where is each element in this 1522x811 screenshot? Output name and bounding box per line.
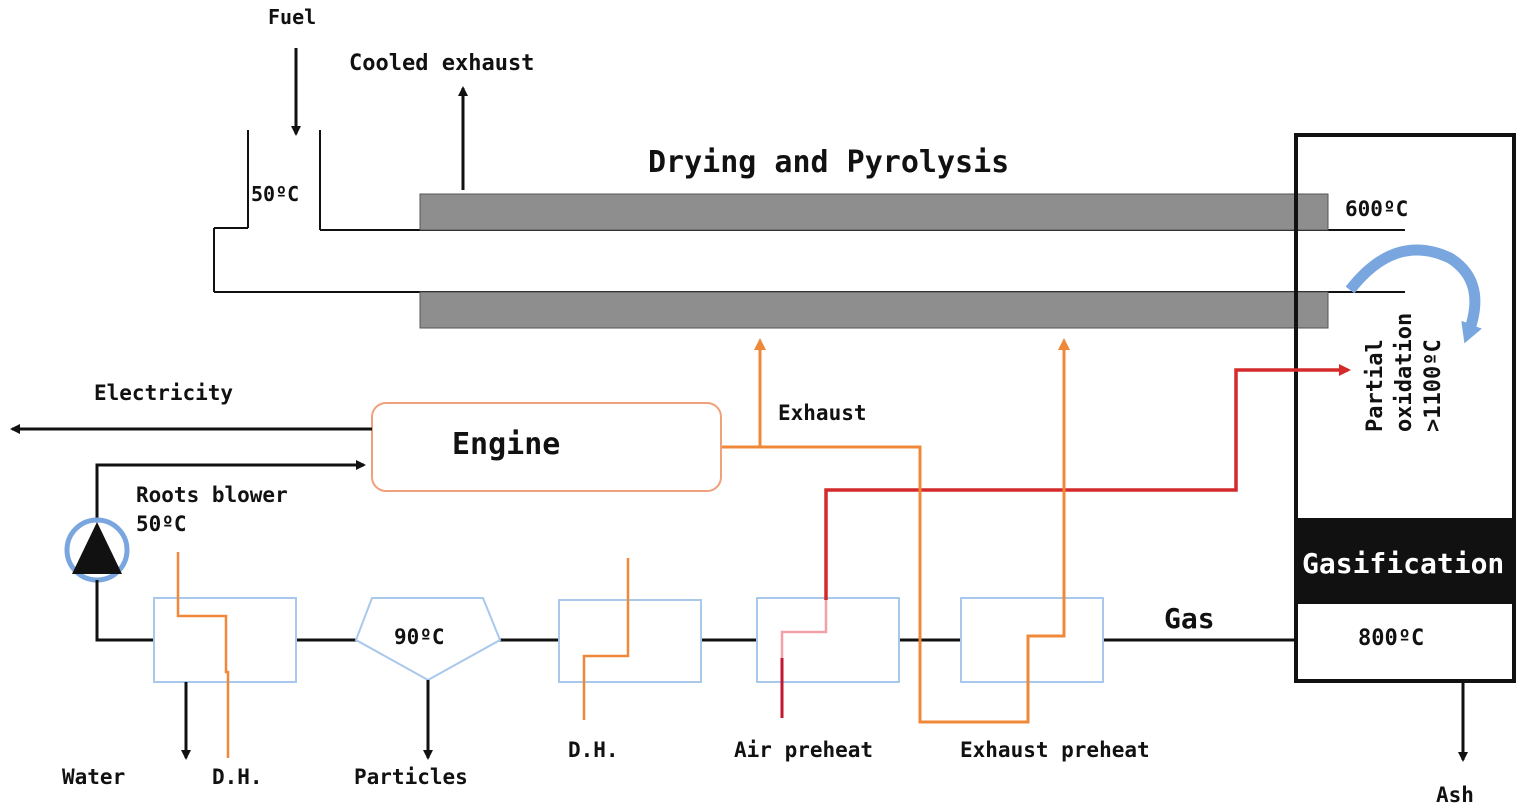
pyrolysis-reactor-tube xyxy=(214,229,1405,293)
inlet-temp-label: 50ºC xyxy=(251,182,299,206)
gas-label: Gas xyxy=(1164,602,1215,635)
engine-label: Engine xyxy=(452,427,560,462)
partial-oxidation-line1: Partial xyxy=(1363,339,1388,432)
heating-jacket-bottom xyxy=(419,291,1329,329)
ash-label: Ash xyxy=(1436,783,1474,807)
gasifier-column xyxy=(1294,133,1516,683)
electricity-label: Electricity xyxy=(94,381,233,405)
roots-blower-triangle xyxy=(72,522,122,574)
particles-label: Particles xyxy=(354,765,468,789)
air-preheat-label: Air preheat xyxy=(734,738,873,762)
heating-jacket-top xyxy=(419,193,1329,231)
cyclone-temp-label: 90ºC xyxy=(394,625,445,649)
air-preheater xyxy=(756,597,900,683)
gasifier-temp-label: 800ºC xyxy=(1358,626,1424,651)
recirculation-swirl-arrow xyxy=(1345,244,1482,344)
exhaust-label: Exhaust xyxy=(778,401,867,425)
cooled-exhaust-label: Cooled exhaust xyxy=(349,51,534,76)
gasification-zone xyxy=(1296,518,1514,604)
reactor-temp-label: 600ºC xyxy=(1345,197,1408,221)
blower-temp-label: 50ºC xyxy=(136,512,187,536)
partial-oxidation-line2: oxidation xyxy=(1392,313,1417,432)
district-heating-line-2 xyxy=(582,558,630,720)
engine-exhaust-line xyxy=(722,445,1066,724)
heat-exchanger-2 xyxy=(558,599,702,683)
gasification-label: Gasification xyxy=(1302,547,1504,580)
drying-pyrolysis-title: Drying and Pyrolysis xyxy=(648,145,1009,180)
engine-block xyxy=(371,402,722,492)
district-heating-line-1 xyxy=(176,552,230,758)
dh2-label: D.H. xyxy=(568,738,619,762)
preheated-air-line xyxy=(824,364,1351,600)
exhaust-preheat-label: Exhaust preheat xyxy=(960,738,1150,762)
exhaust-preheater xyxy=(960,597,1104,683)
partial-oxidation-temp: >1100ºC xyxy=(1421,339,1446,432)
water-label: Water xyxy=(62,765,125,789)
cyclone-separator xyxy=(354,597,502,682)
partial-oxidation-label: Partial oxidation >1100ºC xyxy=(1363,313,1446,432)
dh1-label: D.H. xyxy=(212,765,263,789)
roots-blower-label: Roots blower xyxy=(136,483,288,507)
blower-to-engine-line xyxy=(95,460,366,523)
fuel-hopper xyxy=(213,130,321,292)
fuel-label: Fuel xyxy=(268,5,316,29)
